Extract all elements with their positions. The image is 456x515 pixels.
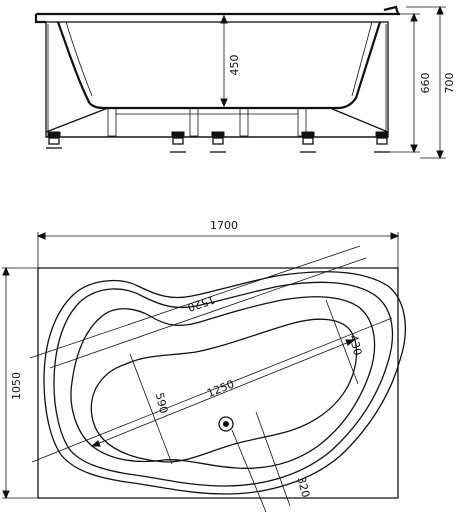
dim-450-arrow-bottom bbox=[220, 98, 228, 108]
dim-450-label: 450 bbox=[228, 55, 241, 76]
drain-outer bbox=[218, 416, 234, 432]
foot-bracket bbox=[301, 131, 315, 138]
drain-center bbox=[223, 421, 229, 427]
dim-320-line bbox=[255, 411, 291, 507]
foot-bracket bbox=[375, 131, 389, 138]
brace-right bbox=[329, 107, 389, 133]
dim-320-ext bbox=[231, 429, 267, 513]
foot bbox=[302, 137, 314, 145]
dim-450: 450 bbox=[220, 14, 241, 108]
dim-1250-arrow-left bbox=[90, 440, 101, 447]
dim-700-arrow-bottom bbox=[436, 150, 444, 160]
dim-320-label: 320 bbox=[295, 475, 313, 499]
dim-1050-label: 1050 bbox=[10, 372, 23, 400]
dim-660: 660 bbox=[390, 12, 432, 154]
dim-1250-label: 1250 bbox=[205, 377, 236, 400]
dim-320: 320 bbox=[231, 411, 313, 513]
foot bbox=[376, 137, 388, 145]
tub-shell-outline bbox=[56, 21, 382, 110]
dim-430-label: 430 bbox=[347, 333, 365, 357]
foot bbox=[212, 137, 224, 145]
dim-660-label: 660 bbox=[419, 73, 432, 94]
dim-430: 430 bbox=[325, 299, 365, 385]
rim-left-lip bbox=[34, 14, 46, 24]
dim-1050: 1050 bbox=[2, 266, 38, 500]
dim-430-line bbox=[325, 299, 359, 385]
dim-1050-arrow-top bbox=[2, 266, 10, 276]
ref-line-top bbox=[29, 245, 361, 359]
dim-1700-arrow-left bbox=[36, 232, 46, 240]
dim-590: 590 bbox=[129, 353, 173, 465]
foot-bracket bbox=[171, 131, 185, 138]
dim-700: 700 bbox=[406, 5, 456, 160]
centerline bbox=[31, 317, 393, 463]
dim-1700: 1700 bbox=[36, 219, 400, 268]
tub-skirt-frame bbox=[45, 21, 389, 138]
foot bbox=[172, 137, 184, 145]
dim-660-arrow-bottom bbox=[410, 144, 418, 154]
dim-590-label: 590 bbox=[153, 391, 171, 415]
shell-inner-right bbox=[351, 21, 373, 97]
dim-1520: 1520 bbox=[49, 257, 367, 369]
dim-700-label: 700 bbox=[443, 73, 456, 94]
dim-1050-arrow-bottom bbox=[2, 490, 10, 500]
top-view: 1700 1050 1520 1250 430 bbox=[2, 219, 406, 513]
dim-660-arrow-top bbox=[410, 12, 418, 22]
rim-right-lip bbox=[383, 5, 400, 15]
support-post-3 bbox=[239, 107, 249, 137]
dim-590-line bbox=[129, 353, 173, 465]
dim-1250-line bbox=[91, 339, 355, 447]
tub-outline-rect bbox=[37, 267, 399, 499]
foot-bracket bbox=[211, 131, 225, 138]
tub-basin-contour bbox=[70, 296, 376, 469]
support-post-2 bbox=[189, 107, 199, 137]
dim-1250-arrow-right bbox=[345, 339, 356, 346]
foot bbox=[48, 137, 60, 145]
dim-1700-label: 1700 bbox=[210, 219, 238, 232]
tub-rim-outer bbox=[43, 271, 406, 495]
dim-450-arrow-top bbox=[220, 14, 228, 24]
feet bbox=[46, 131, 390, 153]
dim-1520-line bbox=[49, 257, 367, 369]
support-post-1 bbox=[107, 107, 117, 137]
tub-bottom bbox=[90, 318, 358, 463]
side-view: 450 660 700 bbox=[34, 5, 456, 160]
dim-700-arrow-top bbox=[436, 5, 444, 15]
foot-bracket bbox=[47, 131, 61, 138]
brace-left bbox=[45, 107, 109, 133]
dim-1700-arrow-right bbox=[390, 232, 400, 240]
shell-inner-left bbox=[65, 21, 93, 97]
